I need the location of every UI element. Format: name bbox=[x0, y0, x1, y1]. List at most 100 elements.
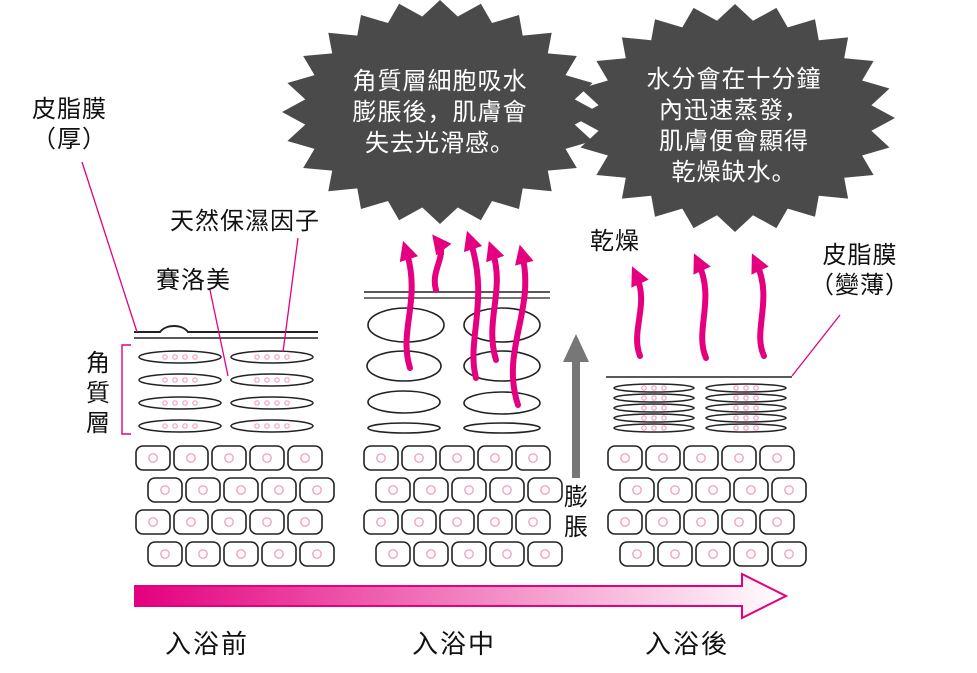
cell-nucleus bbox=[502, 485, 512, 495]
basal-cell bbox=[439, 445, 475, 471]
stratum-corneum-label: 角質層 bbox=[86, 349, 110, 437]
burst-left-line: 膨脹後，肌膚會 bbox=[352, 98, 528, 126]
sebum-thick-label: 皮脂膜 （厚） bbox=[32, 94, 107, 154]
sebum-thin-line2: （變薄） bbox=[810, 271, 910, 299]
cell-nucleus bbox=[784, 549, 794, 559]
cell-nucleus bbox=[186, 453, 196, 463]
nmf-dot bbox=[192, 354, 198, 360]
nmf-leader bbox=[282, 237, 299, 353]
cell-nucleus bbox=[198, 549, 208, 559]
basal-cell bbox=[147, 477, 183, 503]
basal-cell bbox=[451, 541, 487, 567]
cell-nucleus bbox=[274, 549, 284, 559]
nmf-dot bbox=[284, 400, 290, 406]
nmf-dot bbox=[733, 415, 739, 421]
nmf-dot bbox=[661, 425, 667, 431]
stage-during-label: 入浴中 bbox=[412, 630, 497, 660]
corneocyte bbox=[705, 413, 787, 423]
basal-cell bbox=[733, 541, 769, 567]
basal-cell bbox=[527, 477, 563, 503]
corneocyte bbox=[230, 396, 314, 410]
cell-nucleus bbox=[658, 517, 668, 527]
stage-before-label: 入浴前 bbox=[165, 630, 250, 660]
nmf-dot bbox=[661, 395, 667, 401]
nmf-dot bbox=[182, 377, 188, 383]
basal-cell bbox=[771, 541, 807, 567]
corneocyte bbox=[138, 396, 222, 410]
nmf-dot bbox=[641, 425, 647, 431]
burst-left-line: 失去光滑感。 bbox=[365, 129, 515, 157]
nmf-dot bbox=[182, 354, 188, 360]
basal-cell bbox=[607, 509, 643, 535]
corneocyte bbox=[138, 373, 222, 387]
nmf-dot bbox=[733, 385, 739, 391]
cell-nucleus bbox=[160, 485, 170, 495]
cell-nucleus bbox=[312, 485, 322, 495]
corneocyte bbox=[705, 403, 787, 413]
corneocyte bbox=[705, 423, 787, 433]
basal-cell bbox=[147, 541, 183, 567]
cell-nucleus bbox=[784, 485, 794, 495]
cell-nucleus bbox=[376, 517, 386, 527]
burst-right-line: 內迅速蒸發， bbox=[659, 96, 809, 124]
corneocyte bbox=[613, 383, 695, 393]
basal-cell bbox=[721, 445, 757, 471]
basal-cell bbox=[249, 445, 285, 471]
sebum-thick-line1: 皮脂膜 bbox=[32, 95, 107, 123]
corneocyte bbox=[138, 350, 222, 364]
corneocyte bbox=[230, 350, 314, 364]
nmf-dot bbox=[284, 377, 290, 383]
nmf-dot bbox=[641, 395, 647, 401]
cell-nucleus bbox=[148, 453, 158, 463]
swollen-corneocyte bbox=[367, 390, 441, 414]
burst-right-line: 乾燥缺水。 bbox=[671, 158, 797, 186]
cell-nucleus bbox=[734, 517, 744, 527]
nmf-dot bbox=[254, 377, 260, 383]
basal-cell bbox=[657, 477, 693, 503]
cell-nucleus bbox=[198, 485, 208, 495]
basal-cell bbox=[363, 445, 399, 471]
steam-arrow bbox=[509, 244, 534, 408]
cell-nucleus bbox=[620, 517, 630, 527]
nmf-dot bbox=[264, 423, 270, 429]
cell-nucleus bbox=[490, 453, 500, 463]
burst-left-line: 角質層細胞吸水 bbox=[352, 67, 528, 95]
steam-arrow bbox=[631, 266, 649, 359]
nmf-dot bbox=[743, 425, 749, 431]
basal-cell bbox=[515, 445, 551, 471]
nmf-dot bbox=[743, 415, 749, 421]
nmf-dot bbox=[743, 385, 749, 391]
basal-cell bbox=[135, 445, 171, 471]
nmf-dot bbox=[753, 395, 759, 401]
basal-cell bbox=[173, 509, 209, 535]
steam-arrow bbox=[431, 234, 452, 293]
nmf-dot bbox=[274, 423, 280, 429]
cell-nucleus bbox=[236, 549, 246, 559]
basal-cell bbox=[185, 477, 221, 503]
corneocyte bbox=[705, 383, 787, 393]
basal-cell bbox=[657, 541, 693, 567]
cell-nucleus bbox=[414, 517, 424, 527]
basal-cell bbox=[375, 541, 411, 567]
cell-nucleus bbox=[388, 549, 398, 559]
basal-cell bbox=[683, 445, 719, 471]
cell-nucleus bbox=[772, 517, 782, 527]
basal-cell bbox=[249, 509, 285, 535]
nmf-dot bbox=[264, 400, 270, 406]
cell-nucleus bbox=[528, 453, 538, 463]
timeline-arrow bbox=[134, 572, 789, 620]
nmf-dot bbox=[733, 405, 739, 411]
stage-after-label: 入浴後 bbox=[645, 630, 730, 660]
nmf-dot bbox=[284, 354, 290, 360]
basal-cell bbox=[683, 509, 719, 535]
nmf-dot bbox=[661, 385, 667, 391]
cell-nucleus bbox=[632, 485, 642, 495]
nmf-dot bbox=[182, 400, 188, 406]
nmf-dot bbox=[162, 354, 168, 360]
nmf-dot bbox=[254, 400, 260, 406]
cell-nucleus bbox=[540, 485, 550, 495]
corneocyte bbox=[230, 419, 314, 433]
basal-cell bbox=[287, 509, 323, 535]
nmf-dot bbox=[274, 400, 280, 406]
